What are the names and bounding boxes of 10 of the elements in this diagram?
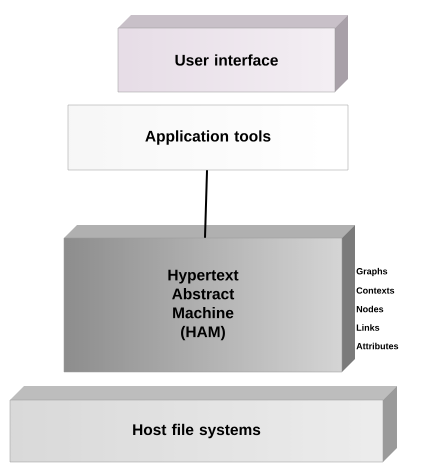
block: Hypertext Abstract Machine (HAM) <box>64 225 355 372</box>
block: User interface <box>118 15 348 92</box>
connector-line <box>204 170 208 238</box>
side-label: Nodes <box>356 306 384 312</box>
side-label: Graphs <box>356 268 388 276</box>
side-label: Links <box>356 324 380 331</box>
side-label: Attributes <box>356 342 398 350</box>
side-label: Contexts <box>356 287 394 294</box>
block: Application tools <box>68 104 348 170</box>
block: Host file systems <box>10 386 397 462</box>
